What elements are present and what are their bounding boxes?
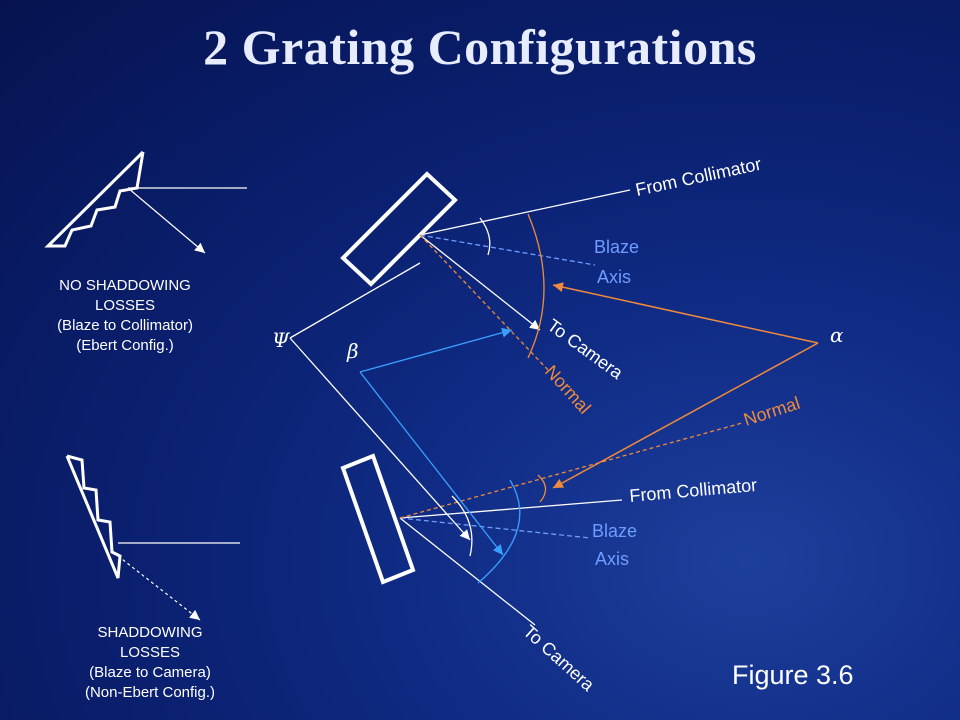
grating-top	[340, 171, 458, 287]
beta-line-lower	[359, 371, 504, 556]
caption-shadowing: SHADDOWING LOSSES (Blaze to Camera) (Non…	[55, 623, 245, 703]
caption-line: LOSSES	[94, 297, 156, 314]
angle-arc-white-top	[479, 217, 491, 256]
normal-label-top: Normal	[541, 361, 595, 417]
to-camera-ray-top	[419, 234, 541, 331]
beta-line-upper	[359, 327, 513, 373]
figure-label: Figure 3.6	[732, 660, 854, 690]
caption-line: (Non-Ebert Config.)	[84, 684, 216, 701]
from-collimator-ray-bottom	[399, 499, 623, 519]
caption-line: SHADDOWING	[97, 624, 203, 641]
blaze-label-bottom: Blaze	[592, 521, 637, 541]
blaze-label-top: Blaze	[594, 237, 639, 257]
blaze-axis-bottom-line	[399, 517, 591, 539]
caption-line: LOSSES	[119, 644, 181, 661]
caption-line: (Ebert Config.)	[76, 337, 174, 354]
caption-line: (Blaze to Camera)	[89, 664, 211, 681]
beta-symbol: β	[346, 339, 359, 363]
from-collimator-label-bottom: From Collimator	[629, 475, 758, 506]
alpha-line-lower	[552, 342, 819, 489]
to-camera-ray-bottom	[399, 517, 536, 626]
psi-line-upper	[289, 262, 421, 339]
to-camera-label-bottom: To Camera	[519, 621, 599, 695]
normal-line-top	[419, 234, 549, 371]
angle-arc-beta-bottom	[477, 479, 521, 584]
axis-label-top: Axis	[597, 267, 631, 287]
diffracted-ray-top-small	[127, 187, 206, 254]
caption-no-shadowing: NO SHADDOWING LOSSES (Blaze to Collimato…	[30, 276, 220, 356]
psi-symbol: Ψ	[272, 328, 291, 352]
alpha-line-upper	[552, 282, 819, 344]
angle-arc-alpha-bottom	[537, 474, 547, 503]
grating-bottom	[340, 453, 416, 585]
normal-label-bottom: Normal	[741, 393, 802, 430]
diffracted-ray-bottom-small	[117, 555, 201, 621]
axis-label-bottom: Axis	[595, 549, 629, 569]
blaze-axis-top-line	[419, 234, 596, 266]
from-collimator-ray-top	[419, 189, 631, 236]
angle-arc-white-bottom	[451, 495, 473, 557]
angle-arc-alpha-top	[527, 213, 545, 359]
psi-line-lower	[289, 337, 471, 541]
sawtooth-grating-top	[44, 150, 145, 248]
caption-line: NO SHADDOWING	[59, 277, 191, 294]
page-title: 2 Grating Configurations	[203, 19, 757, 75]
from-collimator-label-top: From Collimator	[634, 154, 763, 200]
sawtooth-grating-bottom	[65, 454, 122, 579]
caption-line: (Blaze to Collimator)	[57, 317, 193, 334]
alpha-symbol: α	[830, 323, 844, 347]
